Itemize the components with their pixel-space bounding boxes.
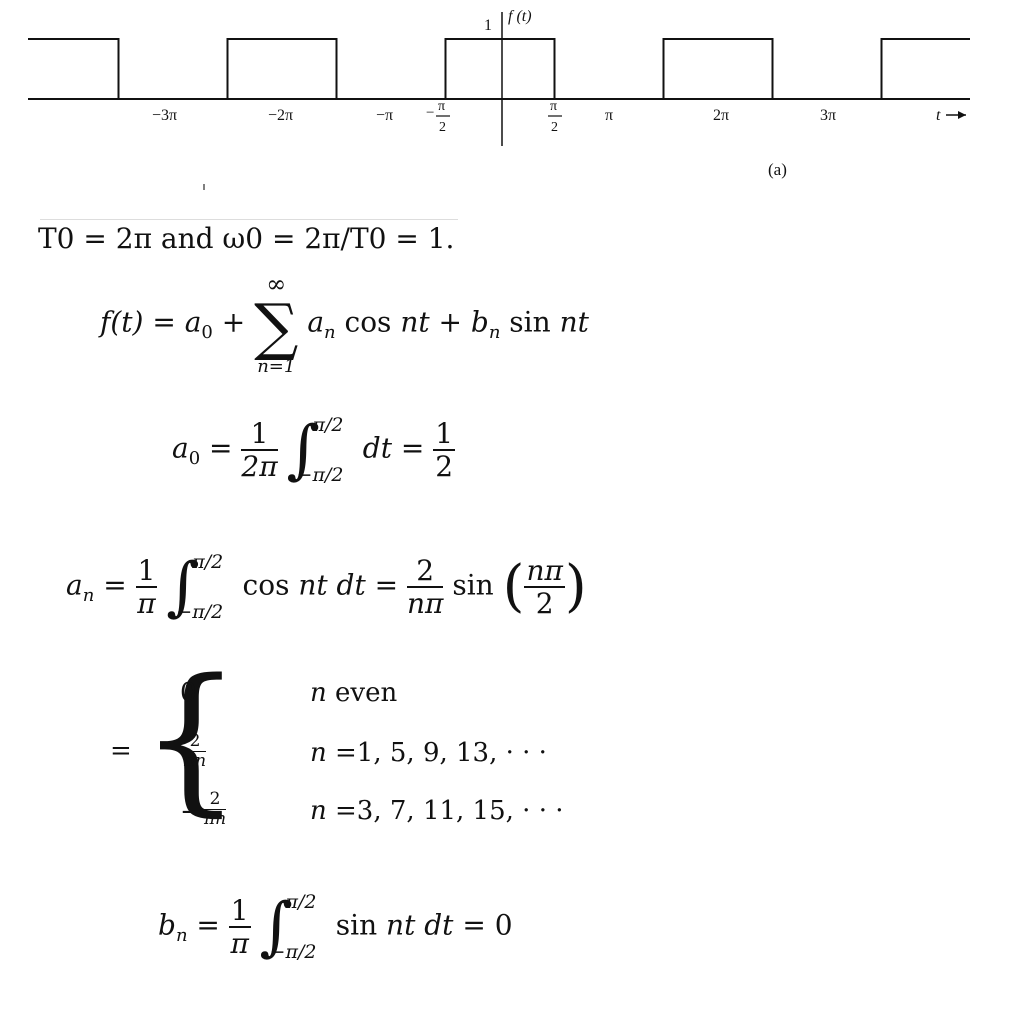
period-line: T0 = 2π and ω0 = 2π/T0 = 1. (38, 222, 455, 255)
square-wave-curve (28, 38, 970, 99)
x-tick-neg3pi: −3π (152, 107, 177, 124)
y-axis-label: f (t) (508, 8, 532, 25)
case-2-condition: n =3, 7, 11, 15, · · · (310, 796, 564, 826)
x-tick-pi: π (605, 107, 613, 124)
x-tick-negpi: −π (376, 107, 393, 124)
svg-text:π: π (550, 99, 557, 114)
svg-text:−: − (426, 105, 434, 121)
series-lhs: f(t) = a (100, 305, 202, 339)
y-tick-one: 1 (484, 17, 492, 34)
case-2-sign: − (180, 797, 202, 827)
svg-text:2: 2 (551, 120, 558, 135)
x-tick-2pi: 2π (713, 107, 729, 124)
equation-fourier-series: f(t) = a0 + ∞ ∑ n=1 an cos nt + bn sin n… (100, 270, 589, 377)
svg-text:π: π (438, 99, 445, 114)
an-integral: ∫π/2−π/2 (166, 550, 224, 624)
x-tick-half-pi: π 2 (548, 99, 562, 135)
svg-text:2: 2 (439, 120, 446, 135)
left-brace: { (140, 644, 242, 831)
a0-integral: ∫π/2−π/2 (286, 413, 344, 487)
square-wave-figure: 1 f (t) −3π −2π −π − π 2 π 2 π 2π 3π t (… (28, 8, 970, 190)
case-0-value: 0 (180, 678, 197, 708)
rule-line (40, 219, 458, 220)
x-tick-neg2pi: −2π (268, 107, 293, 124)
x-tick-3pi: 3π (820, 107, 836, 124)
figure-caption: (a) (768, 160, 787, 179)
square-wave-pulses (28, 38, 970, 99)
x-tick-neg-half-pi: − π 2 (426, 99, 450, 135)
bn-integral: ∫π/2−π/2 (259, 890, 317, 964)
x-axis-label: t (936, 107, 941, 124)
sum-symbol: ∞ ∑ n=1 (254, 270, 299, 377)
case-0-condition: n even (310, 678, 398, 708)
case-1-condition: n =1, 5, 9, 13, · · · (310, 738, 547, 768)
x-axis-arrow-icon (946, 111, 966, 119)
